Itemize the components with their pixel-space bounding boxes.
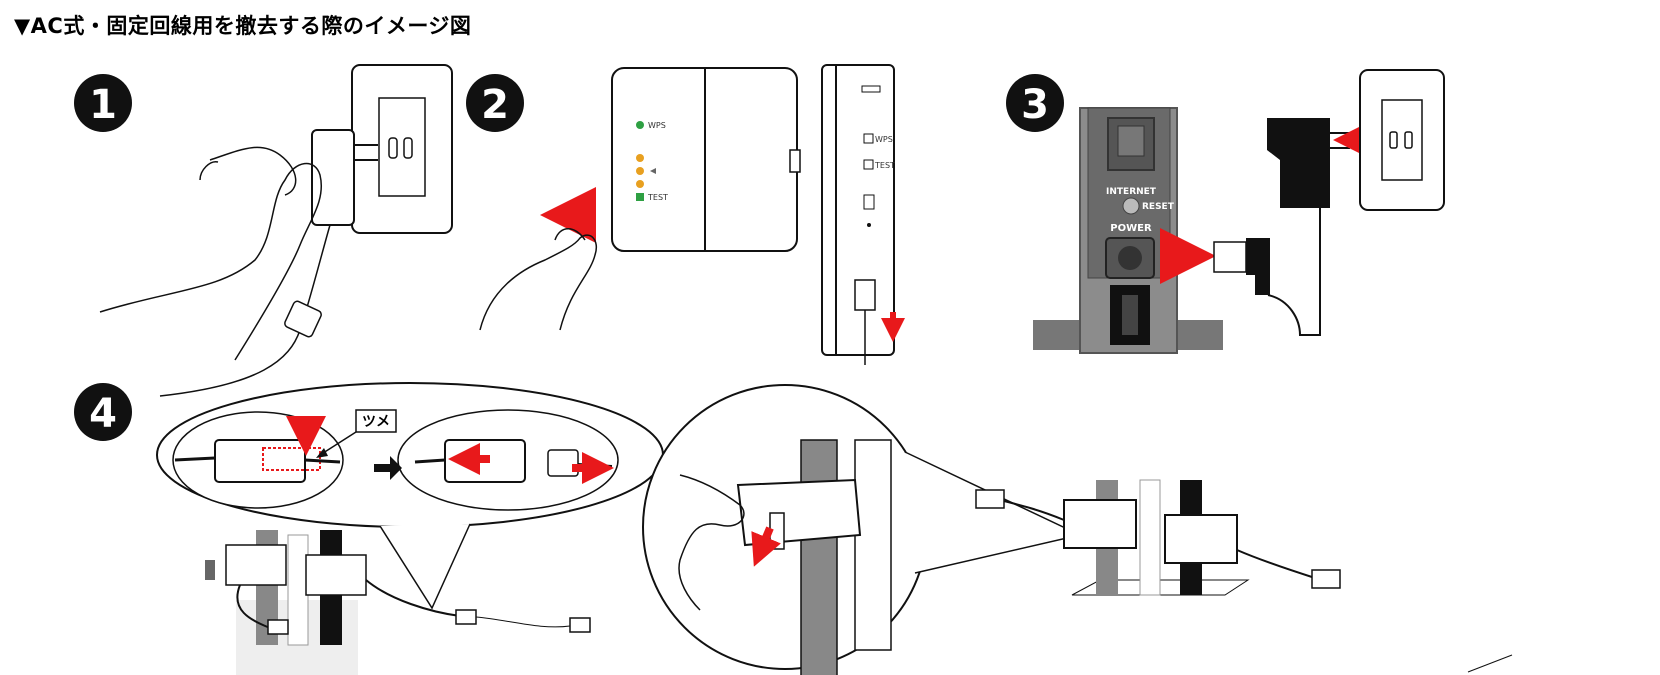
step2-illustration: 2 WPS TEST WPS TEST [466,64,905,365]
latch-callout-text: ツメ [362,414,390,430]
page-title: ▼AC式・固定回線用を撤去する際のイメージ図 [14,14,472,38]
signal-icon [650,168,656,174]
right-connector-left [975,489,1005,509]
locked-connector [214,439,306,483]
zoom-hand [678,474,745,611]
step2-number: 2 [481,82,509,128]
side-wps-label: WPS [875,135,893,144]
next-step-arrow [374,456,402,480]
step1-number: 1 [89,82,117,128]
step2-badge [466,74,524,132]
step2-hand [479,234,597,331]
step4-badge [74,383,132,441]
zoom-clamp-sensor [736,478,862,547]
usb-port [863,194,875,210]
clamp-sensor-left [225,544,287,586]
test-label: TEST [647,193,668,202]
ac-adapter-black [1267,118,1330,208]
ac-adapter [311,129,355,226]
test-led [636,193,644,201]
reset-button [1122,197,1140,215]
zoom-pipe-white [854,439,892,651]
right-clamp-sensor-1 [1063,499,1137,549]
power-plug [854,279,876,311]
status-led-2 [636,167,644,175]
step4-illustration: 4 ツメ [74,382,1513,675]
step3-badge [1006,74,1064,132]
reset-label: RESET [1142,202,1175,212]
side-test-label: TEST [874,161,895,170]
step3-illustration: 3 INTERNET RESET POWER [1006,69,1445,354]
zoom-pipe-gray [800,439,838,675]
latch-callout-box [355,409,397,433]
status-led-3 [636,180,644,188]
router-side [821,64,895,356]
release-clamp-arrow [751,526,781,567]
dc-plug [1213,241,1247,273]
power-label: POWER [1110,223,1152,234]
wps-label: WPS [648,121,666,130]
status-led-1 [636,154,644,162]
latch-highlight [262,447,321,471]
wps-led [636,121,644,129]
step3-number: 3 [1021,82,1049,128]
clamp-sensor-right [305,554,367,596]
right-clamp-sensor-2 [1164,514,1238,564]
outlet-socket [378,97,426,197]
step1-illustration: 1 [74,64,453,397]
step1-badge [74,74,132,132]
hand-drawing [99,162,322,361]
step4-number: 4 [89,391,117,437]
right-connector-right [1311,569,1341,589]
plug-connector [547,449,579,477]
internet-label: INTERNET [1106,187,1157,197]
